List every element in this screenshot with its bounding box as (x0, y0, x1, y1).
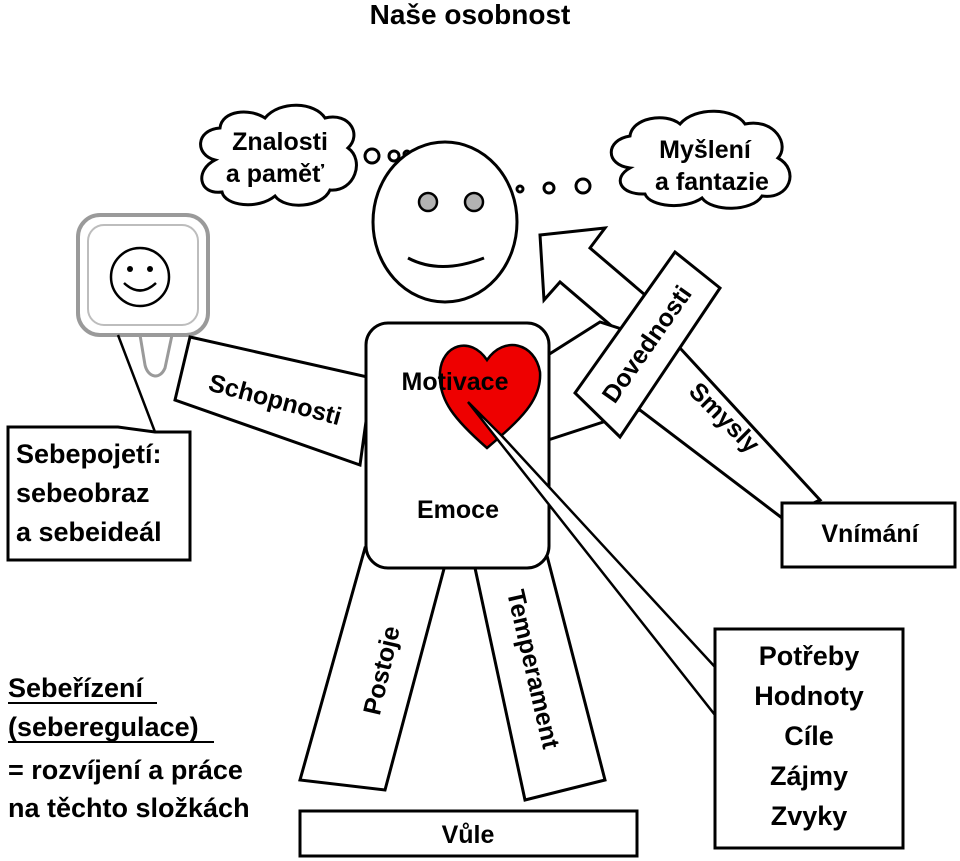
self-regulation-line1: Sebeřízení (8, 673, 145, 703)
self-regulation-line2: (seberegulace) (8, 712, 199, 742)
self-concept-box: Sebepojetí: sebeobraz a sebeideál (6, 425, 192, 562)
heart-icon: Motivace (402, 343, 542, 450)
self-regulation-line4: na těchto složkách (8, 793, 250, 823)
will-box: Vůle (298, 809, 639, 858)
motivation-item-2: Cíle (784, 721, 834, 751)
thought-left-line2: a paměť (226, 160, 324, 188)
page-title: Naše osobnost (370, 0, 571, 30)
arm-senses: Smysly (538, 320, 823, 520)
mirror-icon (76, 213, 210, 378)
motivation-item-0: Potřeby (759, 641, 860, 671)
thought-left-line1: Znalosti (232, 128, 328, 156)
mirror-pointer (116, 334, 157, 434)
motivation-item-4: Zvyky (771, 801, 848, 831)
torso-label: Emoce (417, 496, 499, 524)
self-concept-line1: Sebepojetí: (16, 439, 162, 469)
thought-bubble-knowledge: Znalosti a paměť (199, 103, 412, 207)
thought-right-line2: a fantazie (655, 168, 769, 196)
leg-attitudes: Postoje (298, 546, 447, 792)
perception-label: Vnímání (821, 520, 919, 548)
thought-bubble-thinking: Myšlení a fantazie (515, 109, 792, 210)
leg-temperament: Temperament (473, 546, 607, 802)
motivation-items-box: Potřeby Hodnoty Cíle Zájmy Zvyky (713, 627, 905, 850)
self-regulation-line3: = rozvíjení a práce (8, 755, 243, 785)
thought-right-line1: Myšlení (659, 136, 752, 164)
head (371, 140, 519, 304)
perception-box: Vnímání (780, 501, 957, 569)
self-concept-line2: sebeobraz (16, 478, 150, 508)
motivation-item-3: Zájmy (770, 761, 848, 791)
arm-abilities: Schopnosti (173, 335, 374, 468)
will-label: Vůle (442, 821, 495, 849)
motivation-item-1: Hodnoty (754, 681, 863, 711)
self-regulation-note: Sebeřízení (seberegulace) = rozvíjení a … (8, 673, 250, 823)
heart-label: Motivace (402, 368, 509, 396)
self-concept-line3: a sebeideál (16, 517, 162, 547)
